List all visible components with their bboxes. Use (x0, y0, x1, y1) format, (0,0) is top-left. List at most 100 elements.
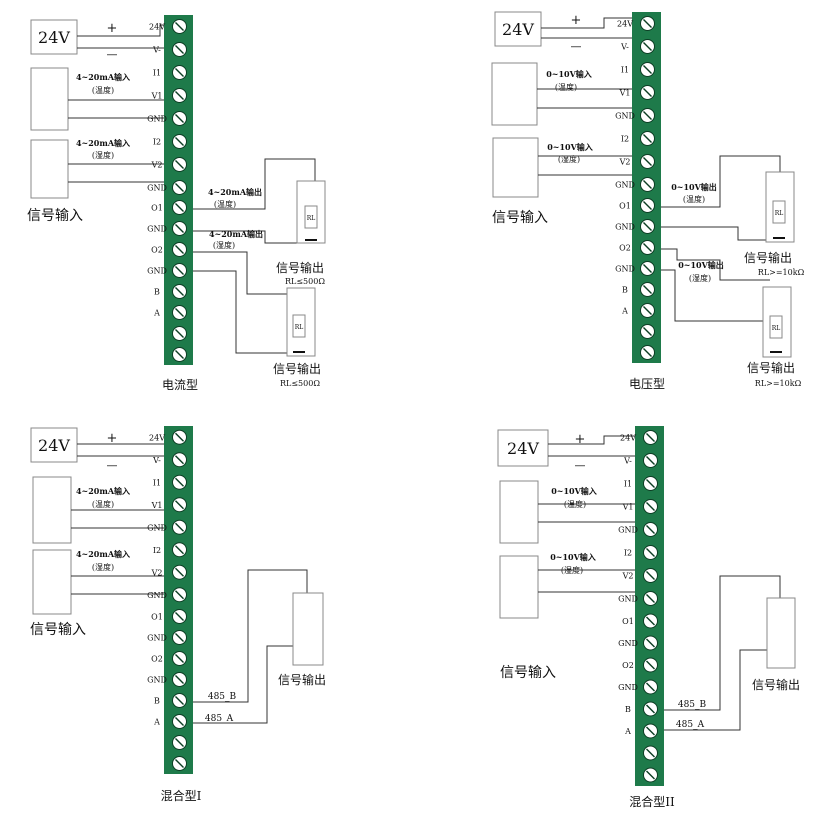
rl-rating-2: RL>=10kΩ (755, 379, 802, 388)
wire-24v (77, 24, 165, 37)
input-sensor-temp (499, 480, 539, 544)
wire-out2 (661, 248, 770, 281)
out1-sub: (温度) (214, 199, 236, 209)
terminal-label: V- (152, 456, 161, 465)
terminal-label: I1 (624, 480, 632, 489)
terminal-label: GND (618, 683, 638, 692)
input-caption: 信号输入 (500, 665, 556, 681)
rl-rating-1: RL≤500Ω (285, 277, 325, 286)
power-supply-label: 24V (38, 28, 70, 47)
screw-slot (643, 243, 652, 252)
input2-sub: (湿度) (92, 562, 114, 572)
terminal-label: O2 (622, 661, 634, 670)
terminal-label: V- (623, 457, 632, 466)
screw-slot (175, 114, 184, 123)
out2-sub: (湿度) (689, 273, 711, 283)
power-supply-label: 24V (38, 436, 70, 455)
resistor-2 (292, 314, 306, 338)
out-caption-2: 信号输出 (747, 360, 795, 375)
terminal-label: V2 (619, 158, 631, 167)
terminal-label: B (625, 705, 631, 714)
input1-sub: (温度) (92, 85, 114, 95)
screw-slot (643, 180, 652, 189)
resistor-1 (772, 200, 786, 224)
terminal-label: I1 (153, 69, 161, 78)
input-caption: 信号输入 (492, 210, 548, 226)
rl-label-1: RL (775, 210, 784, 217)
minus-sign: — (571, 40, 582, 53)
input1-label: 4~20mA输入 (76, 72, 130, 82)
screw-slot (643, 201, 652, 210)
terminal-label: GND (615, 112, 635, 121)
screw-slot (175, 522, 184, 532)
terminal-label: GND (147, 184, 167, 193)
terminal-label: A (153, 718, 160, 727)
screw-slot (643, 348, 652, 357)
input-sensor-temp (32, 476, 72, 544)
screw-slot (175, 545, 184, 555)
screw-slot (646, 525, 655, 534)
minus-sign: — (107, 48, 118, 61)
screw-slot (175, 245, 184, 254)
screw-slot (646, 748, 655, 758)
screw-slot (643, 19, 652, 28)
screw-slot (646, 479, 655, 488)
rl-label-1: RL (307, 215, 316, 222)
screw-slot (175, 738, 184, 747)
terminal-label: A (624, 727, 631, 736)
out-caption-1: 信号输出 (276, 260, 324, 275)
terminal-label: V1 (622, 503, 634, 512)
terminal-label: O1 (151, 204, 163, 213)
screw-slot (643, 306, 652, 315)
terminal-label: O1 (622, 617, 634, 626)
terminal-label: I2 (621, 135, 629, 144)
wire-24v (541, 17, 633, 29)
panel-voltage: 24V + — 0~10V输入 (温度) 0~10V输入 (湿度) 信号输入 2… (491, 11, 805, 391)
minus-sign: — (107, 459, 118, 472)
bus-a-label: 485_A (205, 714, 234, 724)
input1-label: 0~10V输入 (546, 69, 592, 79)
panel-current: 24V + — 4~20mA输入 (温度) 4~20mA输入 (湿度) 信号输入… (27, 15, 326, 392)
out1-label: 4~20mA输出 (208, 187, 262, 197)
terminal-label: O2 (151, 655, 163, 664)
out1-label: 0~10V输出 (671, 182, 717, 192)
input2-label: 0~10V输入 (550, 552, 596, 562)
input-caption: 信号输入 (27, 208, 83, 224)
bus-a-label: 485_A (676, 720, 705, 730)
screw-slot (175, 612, 184, 621)
screw-slot (646, 726, 655, 736)
screw-slot (175, 137, 184, 146)
terminal-label: B (154, 288, 160, 297)
input2-sub: (湿度) (558, 154, 580, 164)
wire-out1-gnd (661, 226, 780, 241)
screw-slot (175, 45, 184, 54)
screw-slot (646, 433, 655, 442)
diagram-title: 电压型 (629, 377, 665, 391)
input2-label: 0~10V输入 (547, 142, 593, 152)
terminal-label: A (621, 307, 628, 316)
screw-slot (175, 22, 184, 31)
bus-b-label: 485_B (678, 700, 707, 710)
screw-slot (175, 696, 184, 705)
power-supply-box (30, 427, 78, 463)
diagram-title: 混合型II (629, 794, 675, 809)
terminal-label: GND (147, 115, 167, 124)
screw-slot (643, 264, 652, 273)
power-supply-box (30, 19, 78, 55)
screw-slot (646, 682, 655, 692)
bus-b-label: 485_B (208, 692, 237, 702)
wire-485-a (193, 645, 294, 724)
wire-out1 (661, 155, 781, 208)
terminal-label: GND (615, 265, 635, 274)
terminal-label: O2 (151, 246, 163, 255)
screw-slot (646, 502, 655, 511)
minus-sign: — (575, 459, 586, 472)
screw-slot (643, 327, 652, 336)
screw-slot (175, 287, 184, 296)
input-sensor-humi (30, 139, 69, 199)
